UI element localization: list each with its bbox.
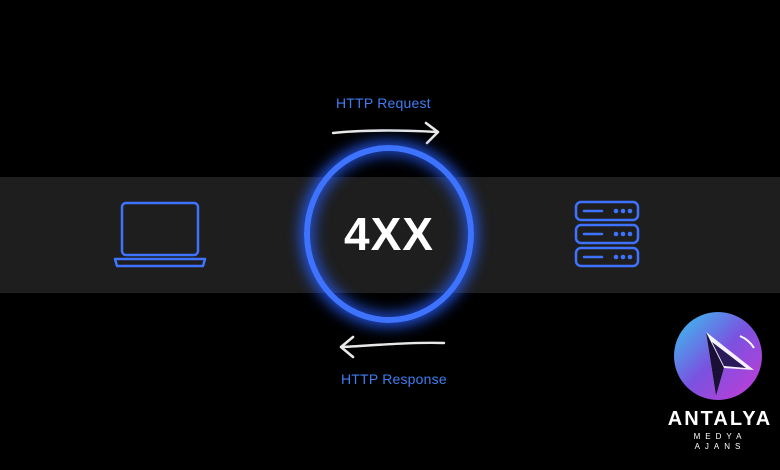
status-code: 4XX: [344, 208, 434, 260]
brand-emblem-icon: [674, 312, 762, 400]
brand-subtitle: MEDYA AJANS: [693, 432, 747, 451]
response-arrow-icon: [339, 335, 446, 359]
laptop-icon: [113, 201, 207, 268]
request-arrow-icon: [331, 121, 440, 145]
brand-logo: ANTALYA MEDYA AJANS: [666, 308, 774, 458]
status-ring: [304, 145, 474, 323]
brand-name: ANTALYA: [667, 408, 773, 430]
server-rack-icon: [574, 200, 640, 268]
http-request-label: HTTP Request: [336, 95, 431, 111]
http-response-label: HTTP Response: [341, 371, 447, 387]
